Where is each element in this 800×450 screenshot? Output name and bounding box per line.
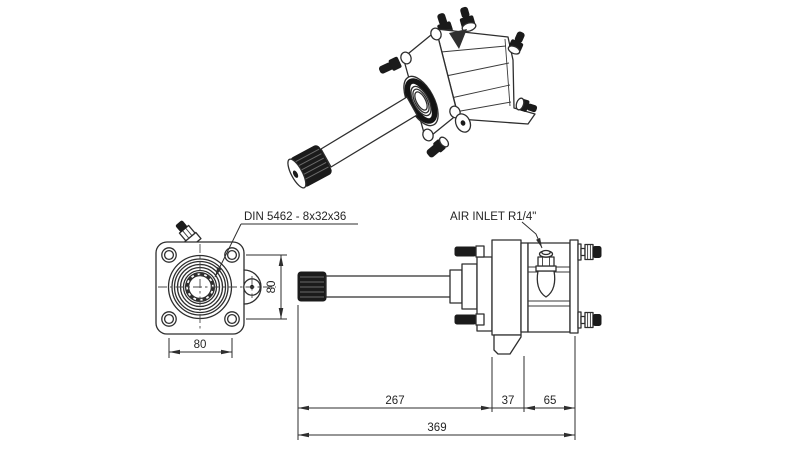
iso-view <box>287 6 538 189</box>
rear-plate <box>569 239 579 334</box>
dim-total-label: 369 <box>427 422 446 434</box>
shaft-iso <box>320 96 418 168</box>
stud-side-right-top-icon <box>577 243 602 261</box>
stud-left-icon <box>378 56 402 74</box>
air-inlet-fitting <box>535 249 557 298</box>
mounting-plate <box>491 239 522 336</box>
stud-side-right-bottom-icon <box>577 311 602 329</box>
dim-front-height: 80 <box>246 254 287 320</box>
air-inlet-label: AIR INLET R1/4" <box>450 211 536 223</box>
dim-shaft-label: 267 <box>385 395 404 407</box>
shaft-side <box>325 275 455 298</box>
mounting-plate-foot <box>493 334 522 355</box>
dim-rear-label: 65 <box>544 395 557 407</box>
plate-lip <box>520 242 529 333</box>
bolt-holes <box>161 247 240 327</box>
dim-row-segments: 267 37 65 <box>298 395 575 411</box>
spline-spec-callout: DIN 5462 - 8x32x36 <box>214 211 358 278</box>
air-inlet-callout: AIR INLET R1/4" <box>450 211 543 249</box>
stud-bottom-icon <box>426 136 450 158</box>
dim-front-width-label: 80 <box>194 339 207 351</box>
splined-shaft-end-side <box>297 271 327 302</box>
spline-spec-label: DIN 5462 - 8x32x36 <box>244 211 346 223</box>
bearing-rings <box>403 75 439 127</box>
dim-total: 369 <box>298 422 575 438</box>
stud-side-left-top-icon <box>454 245 485 258</box>
dim-front-height-label: 80 <box>266 281 278 294</box>
front-view: DIN 5462 - 8x32x36 80 80 <box>155 211 358 358</box>
side-view: AIR INLET R1/4" 267 37 65 369 <box>297 211 602 440</box>
splined-shaft-end-iso <box>287 145 332 189</box>
flange-corner-bosses <box>400 27 461 142</box>
flange-lobe <box>243 269 262 305</box>
stud-top-right-icon <box>459 6 477 32</box>
stud-side-left-bottom-icon <box>454 313 485 326</box>
stud-rear-mid-icon <box>515 97 538 113</box>
dim-front-width: 80 <box>168 338 233 358</box>
top-pocket <box>449 29 467 49</box>
dim-plate-label: 37 <box>502 395 515 407</box>
lug-hole <box>454 113 472 133</box>
stud-rear-top-icon <box>507 31 525 55</box>
